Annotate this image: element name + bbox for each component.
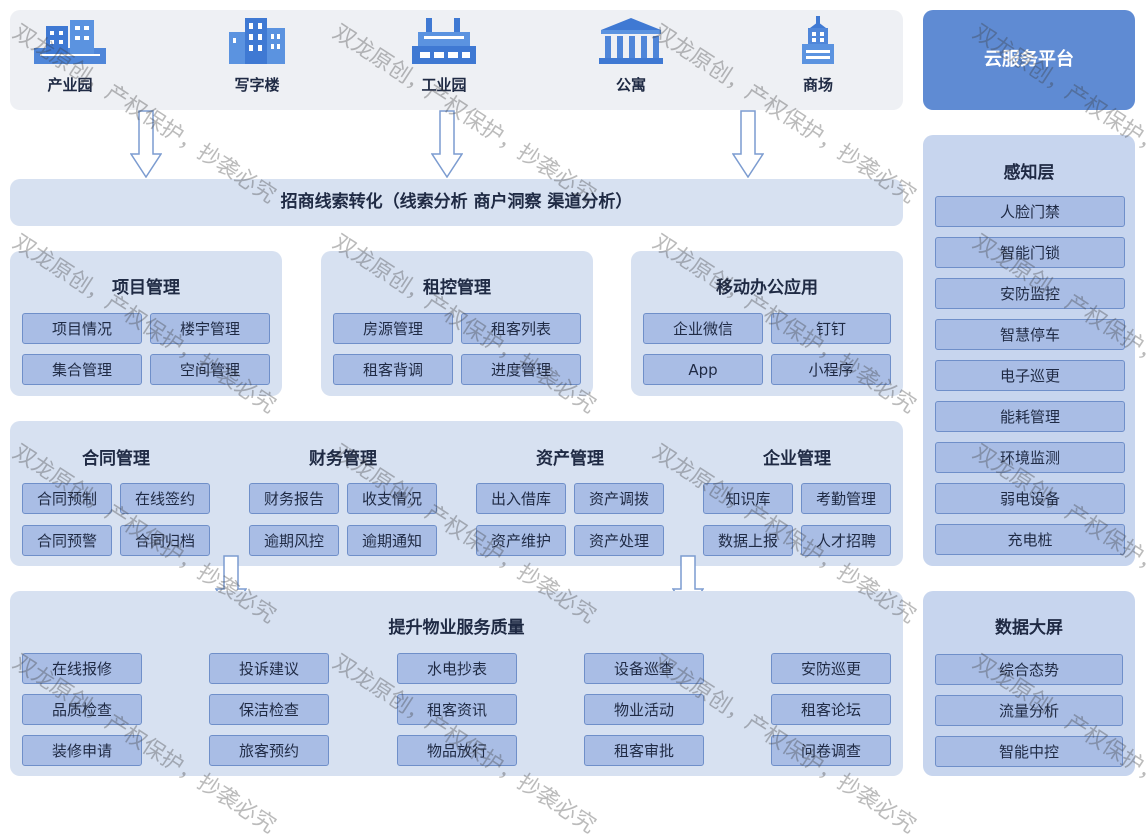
asset-item[interactable]: 资产处理 (574, 525, 664, 556)
service-item[interactable]: 品质检查 (22, 694, 142, 725)
service-item[interactable]: 租客论坛 (771, 694, 891, 725)
data-screen-item[interactable]: 流量分析 (935, 695, 1123, 726)
rent-item[interactable]: 房源管理 (333, 313, 453, 344)
perception-item[interactable]: 智能门锁 (935, 237, 1125, 268)
project-item[interactable]: 楼宇管理 (150, 313, 270, 344)
project-management-title: 项目管理 (112, 278, 180, 298)
perception-item[interactable]: 充电桩 (935, 524, 1125, 555)
lead-conversion-bar (10, 179, 903, 226)
mobile-item[interactable]: 企业微信 (643, 313, 763, 344)
asset-item[interactable]: 资产调拨 (574, 483, 664, 514)
rent-item[interactable]: 租客背调 (333, 354, 453, 385)
service-item[interactable]: 租客审批 (584, 735, 704, 766)
lead-conversion-title: 招商线索转化（线索分析 商户洞察 渠道分析） (280, 192, 633, 212)
service-item[interactable]: 设备巡查 (584, 653, 704, 684)
contract-item[interactable]: 在线签约 (120, 483, 210, 514)
finance-title: 财务管理 (309, 449, 377, 469)
site-label: 写字楼 (234, 76, 280, 94)
rent-item[interactable]: 进度管理 (461, 354, 581, 385)
service-item[interactable]: 装修申请 (22, 735, 142, 766)
site-label: 工业园 (421, 76, 467, 94)
asset-item[interactable]: 资产维护 (476, 525, 566, 556)
project-item[interactable]: 集合管理 (22, 354, 142, 385)
site-factory: 工业园 (394, 14, 494, 95)
service-item[interactable]: 物品放行 (397, 735, 517, 766)
project-item[interactable]: 空间管理 (150, 354, 270, 385)
contract-item[interactable]: 合同预制 (22, 483, 112, 514)
site-mall: 商场 (768, 14, 868, 95)
perception-item[interactable]: 安防监控 (935, 278, 1125, 309)
industrial-park-icon (34, 20, 106, 64)
contract-item[interactable]: 合同预警 (22, 525, 112, 556)
factory-icon (412, 18, 476, 64)
cloud-platform-panel (923, 10, 1135, 110)
data-screen-title: 数据大屏 (995, 618, 1063, 638)
enterprise-item[interactable]: 数据上报 (703, 525, 793, 556)
cloud-platform-title: 云服务平台 (984, 49, 1074, 70)
data-screen-item[interactable]: 综合态势 (935, 654, 1123, 685)
enterprise-item[interactable]: 考勤管理 (801, 483, 891, 514)
down-arrow-icon (732, 110, 764, 178)
finance-item[interactable]: 逾期通知 (347, 525, 437, 556)
finance-item[interactable]: 逾期风控 (249, 525, 339, 556)
site-industrial-park: 产业园 (20, 14, 120, 95)
finance-item[interactable]: 财务报告 (249, 483, 339, 514)
perception-item[interactable]: 电子巡更 (935, 360, 1125, 391)
office-building-icon (229, 18, 285, 64)
mobile-item[interactable]: 小程序 (771, 354, 891, 385)
service-item[interactable]: 安防巡更 (771, 653, 891, 684)
site-label: 公寓 (615, 76, 646, 94)
service-item[interactable]: 物业活动 (584, 694, 704, 725)
finance-item[interactable]: 收支情况 (347, 483, 437, 514)
service-item[interactable]: 保洁检查 (209, 694, 329, 725)
mobile-item[interactable]: 钉钉 (771, 313, 891, 344)
mall-icon (802, 16, 834, 64)
perception-item[interactable]: 弱电设备 (935, 483, 1125, 514)
perception-item[interactable]: 智慧停车 (935, 319, 1125, 350)
asset-item[interactable]: 出入借库 (476, 483, 566, 514)
enterprise-item[interactable]: 人才招聘 (801, 525, 891, 556)
contract-item[interactable]: 合同归档 (120, 525, 210, 556)
down-arrow-icon (130, 110, 162, 178)
service-item[interactable]: 在线报修 (22, 653, 142, 684)
site-office-building: 写字楼 (207, 14, 307, 95)
mobile-office-title: 移动办公应用 (716, 278, 818, 298)
mobile-item[interactable]: App (643, 354, 763, 385)
service-item[interactable]: 问卷调查 (771, 735, 891, 766)
perception-item[interactable]: 环境监测 (935, 442, 1125, 473)
data-screen-item[interactable]: 智能中控 (935, 736, 1123, 767)
contract-title: 合同管理 (82, 449, 150, 469)
asset-title: 资产管理 (536, 449, 604, 469)
enterprise-title: 企业管理 (763, 449, 831, 469)
site-label: 商场 (802, 76, 833, 94)
service-quality-title: 提升物业服务质量 (388, 618, 525, 638)
perception-layer-title: 感知层 (1003, 163, 1055, 183)
apartment-icon (599, 18, 663, 64)
project-item[interactable]: 项目情况 (22, 313, 142, 344)
rent-control-title: 租控管理 (423, 278, 491, 298)
perception-item[interactable]: 人脸门禁 (935, 196, 1125, 227)
service-item[interactable]: 旅客预约 (209, 735, 329, 766)
down-arrow-icon (431, 110, 463, 178)
site-apartment: 公寓 (581, 14, 681, 95)
rent-item[interactable]: 租客列表 (461, 313, 581, 344)
perception-item[interactable]: 能耗管理 (935, 401, 1125, 432)
site-label: 产业园 (47, 76, 93, 94)
service-item[interactable]: 投诉建议 (209, 653, 329, 684)
service-item[interactable]: 租客资讯 (397, 694, 517, 725)
enterprise-item[interactable]: 知识库 (703, 483, 793, 514)
service-item[interactable]: 水电抄表 (397, 653, 517, 684)
